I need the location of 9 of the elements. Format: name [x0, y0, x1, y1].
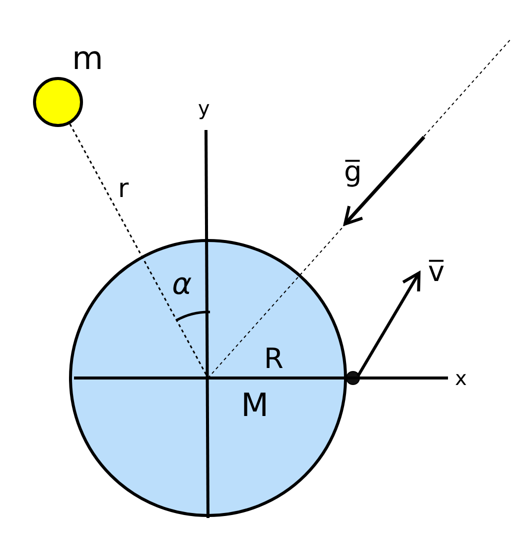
vector-label: v̅ [428, 258, 445, 286]
angle-label: α [172, 270, 192, 300]
mass-label: m [72, 42, 104, 74]
axis-label: x [455, 368, 467, 388]
axis-label: y [198, 98, 210, 118]
vector-label: g̅ [344, 158, 362, 186]
distance-line [69, 124, 142, 256]
radius-label: R [264, 345, 284, 373]
mass-label: M [241, 389, 269, 421]
